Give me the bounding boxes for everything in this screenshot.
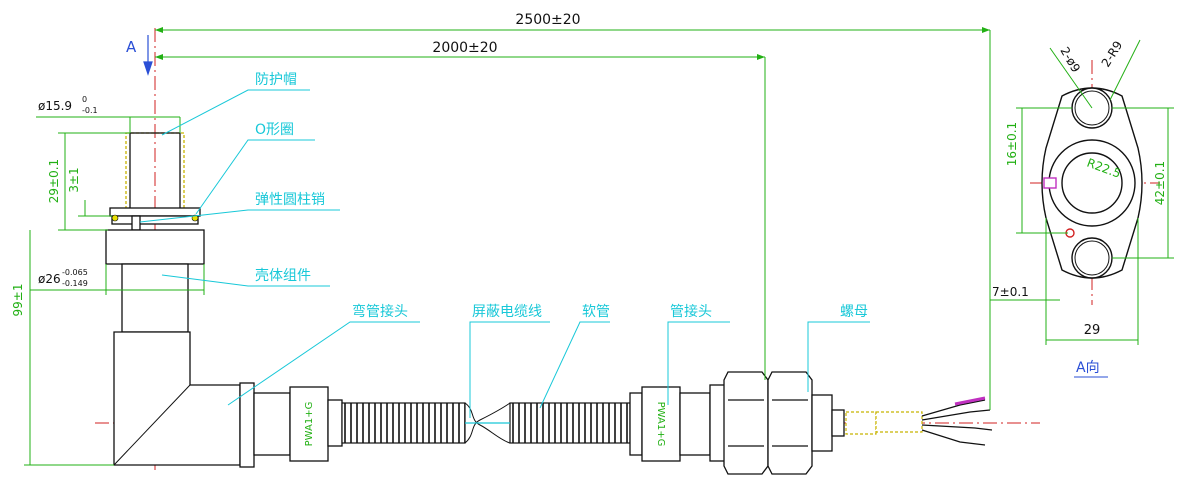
dimension-lines xyxy=(24,29,991,466)
right-connector-marking: PWA1+G xyxy=(655,402,666,447)
cap-diameter-tol-upper: 0 xyxy=(82,95,87,104)
label-elastic-pin: 弹性圆柱销 xyxy=(255,192,325,208)
body-diameter-dim: ø26 xyxy=(38,272,61,286)
label-hose-connector: 管接头 xyxy=(670,303,712,320)
arrowheads xyxy=(155,27,990,60)
section-letter: A xyxy=(126,38,137,56)
leader-lines xyxy=(139,89,870,418)
body-diameter-tol-upper: -0.065 xyxy=(62,268,88,277)
total-length-dim: 2500±20 xyxy=(515,12,580,28)
sensor-housing xyxy=(105,132,255,468)
oring-offset-dim: 3±1 xyxy=(67,167,81,192)
label-nut: 螺母 xyxy=(840,304,868,320)
left-connector-marking: PWA1+G xyxy=(304,402,315,447)
body-diameter-tol-lower: -0.149 xyxy=(62,279,88,288)
tail-offset-dim: 7±0.1 xyxy=(992,285,1029,299)
hole-callout: 2-ø9 xyxy=(1057,45,1083,75)
label-hose: 软管 xyxy=(582,304,610,320)
flange-dim-lines xyxy=(1016,39,1174,345)
cap-diameter-dim: ø15.9 xyxy=(38,99,72,113)
label-housing-assembly: 壳体组件 xyxy=(255,267,311,284)
flange-width-dim: 29 xyxy=(1084,323,1101,338)
right-connector xyxy=(629,386,711,462)
left-connector xyxy=(253,386,343,462)
flange-height-dim: 42±0.1 xyxy=(1153,161,1167,205)
label-o-ring: O形圈 xyxy=(255,122,294,138)
flange-view xyxy=(1041,87,1143,279)
overall-height-dim: 99±1 xyxy=(11,284,25,317)
label-protective-cap: 防护帽 xyxy=(255,72,297,88)
view-label: A向 xyxy=(1076,360,1100,376)
hose xyxy=(341,402,631,444)
hole-spacing-dim: 16±0.1 xyxy=(1005,122,1019,166)
cap-diameter-tol-lower: -0.1 xyxy=(82,106,98,115)
section-arrow xyxy=(143,35,153,76)
radius-callout: 2-R9 xyxy=(1099,38,1126,69)
cable-tail xyxy=(845,396,993,446)
nut-assembly xyxy=(709,371,845,475)
cable-length-dim: 2000±20 xyxy=(432,40,497,56)
label-shielded-cable: 屏蔽电缆线 xyxy=(472,304,542,320)
cap-height-dim: 29±0.1 xyxy=(47,159,61,203)
label-elbow-connector: 弯管接头 xyxy=(352,303,408,320)
